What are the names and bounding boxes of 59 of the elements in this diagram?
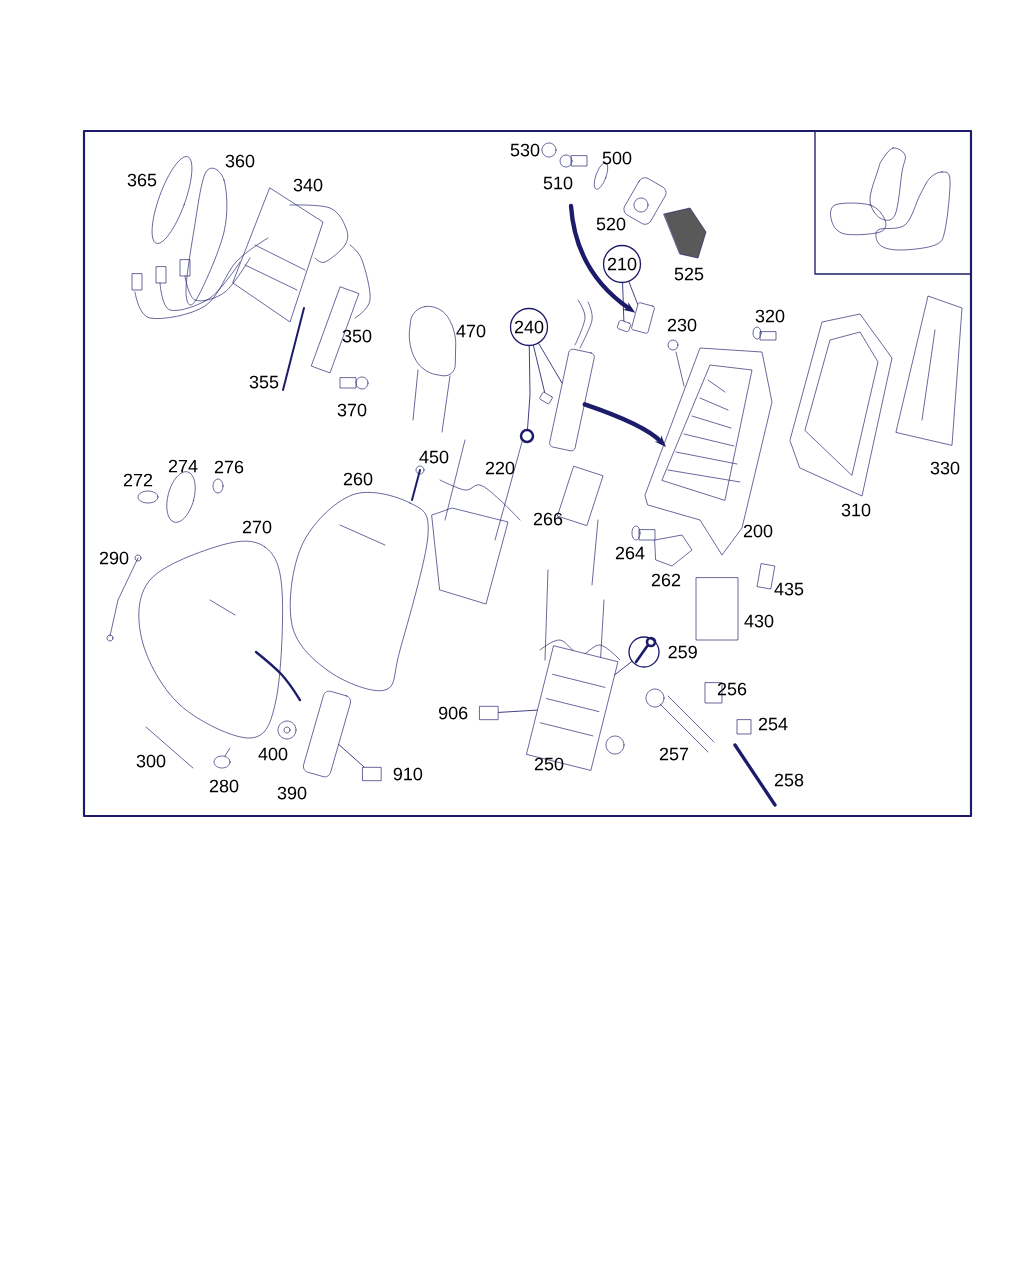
callout-number: 230 (667, 318, 697, 332)
callout-number: 276 (214, 460, 244, 474)
bolt-drawing (539, 391, 553, 405)
node-label: 910 (393, 767, 423, 781)
switch-drawing (631, 302, 655, 334)
callout-number: 300 (136, 754, 166, 768)
leader-line (338, 744, 365, 768)
leader-line (498, 709, 538, 713)
tag-callout: 906 (438, 706, 499, 720)
leader-line (614, 661, 633, 676)
callout-number: 430 (744, 614, 774, 628)
callout-number: 530 (510, 143, 540, 157)
callout-number: 520 (596, 217, 626, 231)
callout-number: 266 (533, 512, 563, 526)
callout-number: 435 (774, 582, 804, 596)
leader-line (622, 282, 625, 322)
callout-number: 260 (343, 472, 373, 486)
callout-number: 470 (456, 324, 486, 338)
callout-number: 355 (249, 375, 279, 389)
callout-number: 274 (168, 459, 198, 473)
washer-drawing (519, 428, 535, 444)
callout-number: 200 (743, 524, 773, 538)
callout-number: 360 (225, 154, 255, 168)
callout-number: 270 (242, 520, 272, 534)
callout-number: 257 (659, 747, 689, 761)
callout-number: 272 (123, 473, 153, 487)
callout-number: 525 (674, 267, 704, 281)
callout-number: 370 (337, 403, 367, 417)
leader-line (628, 281, 638, 305)
callout-number: 310 (841, 503, 871, 517)
callout-number: 390 (277, 786, 307, 800)
leader-line (533, 345, 546, 393)
callout-number: 280 (209, 779, 239, 793)
callout-number: 290 (99, 551, 129, 565)
leader-line (538, 343, 563, 384)
callout-number: 320 (755, 309, 785, 323)
callout-number: 262 (651, 573, 681, 587)
callout-number: 256 (717, 682, 747, 696)
callout-number: 220 (485, 461, 515, 475)
callout-number: 258 (774, 773, 804, 787)
motor-drawing (549, 348, 595, 452)
frame-drawing (526, 645, 618, 771)
node-label: 906 (438, 706, 468, 720)
callout-number: 254 (758, 717, 788, 731)
tag-callout: 910 (362, 767, 423, 781)
node-label: 259 (668, 645, 697, 659)
callout-number: 450 (419, 450, 449, 464)
side-cushion-drawing (303, 690, 351, 778)
callout-number: 250 (534, 757, 564, 771)
callout-number: 340 (293, 178, 323, 192)
callout-number: 500 (602, 151, 632, 165)
callout-number: 510 (543, 176, 573, 190)
wrench-callout: 259 (628, 636, 697, 668)
callout-number: 330 (930, 461, 960, 475)
callout-number: 350 (342, 329, 372, 343)
pin-drawing (617, 319, 631, 333)
callout-number: 365 (127, 173, 157, 187)
leader-line (527, 345, 531, 430)
callout-number: 264 (615, 546, 645, 560)
